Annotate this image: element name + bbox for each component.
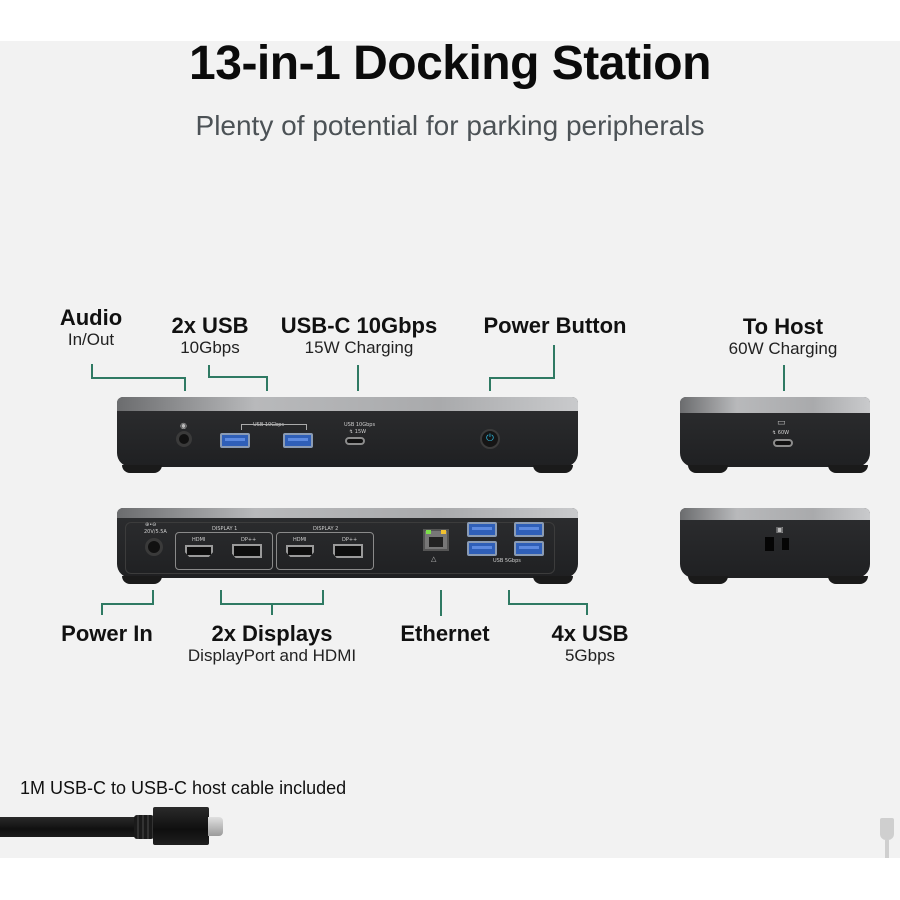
lock-slot-left[interactable]	[765, 537, 774, 551]
dock-side-lock-view: ▣	[680, 508, 870, 578]
dock-foot	[122, 576, 162, 584]
label-usb-a-back: 4x USB 5Gbps	[551, 621, 629, 666]
usb-a-port-back-4[interactable]	[514, 541, 544, 556]
hdmi-marking: HDMI	[192, 537, 206, 543]
power-icon: ⏻	[486, 433, 494, 444]
usb-bracket	[241, 424, 307, 430]
leader-power-a	[553, 345, 555, 378]
usb-c-host-port[interactable]	[773, 439, 793, 447]
displayport-1[interactable]	[232, 544, 262, 558]
usb-5gbps-marking: USB 5Gbps	[493, 558, 521, 564]
leader-usb-b	[208, 376, 268, 378]
dock-foot	[828, 465, 868, 473]
polarity-icon: ⊕•⊖	[145, 522, 157, 528]
leader-usb-a	[208, 365, 210, 377]
label-usb-c-front: USB-C 10Gbps 15W Charging	[280, 313, 438, 358]
ethernet-led-green	[426, 530, 431, 534]
network-icon: △	[431, 556, 437, 563]
cable-caption: 1M USB-C to USB-C host cable included	[20, 778, 347, 798]
audio-jack[interactable]	[176, 431, 192, 447]
usb-a-port-back-2[interactable]	[514, 522, 544, 537]
usb-a-port-back-1[interactable]	[467, 522, 497, 537]
leader-usb-back-a	[508, 590, 510, 604]
label-power-in: Power In	[61, 621, 153, 646]
dock-top-strip	[117, 397, 578, 411]
leader-displays-d	[271, 603, 273, 615]
leader-displays-c	[322, 590, 324, 604]
leader-audio-b	[91, 377, 186, 379]
label-power-button: Power Button	[483, 313, 627, 338]
page-title: 13-in-1 Docking Station	[189, 37, 711, 90]
hdmi-port-2[interactable]	[286, 545, 314, 557]
dock-foot	[122, 465, 162, 473]
usb-watermark-icon-tail	[885, 840, 889, 858]
label-audio: Audio In/Out	[59, 305, 123, 350]
hdmi-marking: HDMI	[293, 537, 307, 543]
leader-host	[783, 365, 785, 391]
leader-power-b	[489, 377, 555, 379]
usbc-10gbps-marking: USB 10Gbps	[344, 422, 376, 428]
label-usb-a-front: 2x USB 10Gbps	[171, 313, 249, 358]
usb-a-port-back-3[interactable]	[467, 541, 497, 556]
label-displays: 2x Displays DisplayPort and HDMI	[187, 621, 357, 666]
dock-top-strip	[680, 397, 870, 413]
label-to-host: To Host 60W Charging	[728, 314, 838, 359]
usb-10gbps-marking: USB 10Gbps	[253, 422, 285, 428]
dock-top-strip	[680, 508, 870, 520]
display-1-group	[175, 532, 273, 570]
dock-foot	[688, 465, 728, 473]
dock-foot	[828, 576, 868, 584]
leader-powerin-a	[152, 590, 154, 604]
lock-icon: ▣	[776, 525, 784, 534]
dock-foot	[533, 576, 573, 584]
power-button[interactable]: ⏻	[480, 429, 500, 449]
leader-displays-a	[220, 590, 222, 604]
leader-usb-back-c	[586, 603, 588, 615]
display-2-group	[276, 532, 374, 570]
usbc-watt-marking: ↯ 15W	[349, 429, 367, 435]
laptop-icon: ▭	[777, 417, 786, 427]
cable-strain-relief	[134, 815, 154, 839]
leader-usbc	[357, 365, 359, 391]
label-ethernet: Ethernet	[400, 621, 490, 646]
usb-a-port-front-2[interactable]	[283, 433, 313, 448]
dock-top-strip	[117, 508, 578, 518]
usb-c-plug-tip	[208, 817, 223, 836]
dock-side-host-view: ▭ ↯ 60W	[680, 397, 870, 467]
leader-power-c	[489, 377, 491, 391]
dc-power-jack[interactable]	[145, 538, 163, 556]
ethernet-port[interactable]	[423, 529, 449, 551]
displayport-2[interactable]	[333, 544, 363, 558]
back-panel-inset	[125, 522, 555, 574]
leader-ethernet	[440, 590, 442, 616]
usb-a-port-front-1[interactable]	[220, 433, 250, 448]
dock-foot	[533, 465, 573, 473]
lock-slot-right[interactable]	[782, 538, 789, 550]
page-subtitle: Plenty of potential for parking peripher…	[195, 110, 705, 141]
leader-usb-c	[266, 376, 268, 391]
dp-marking: DP++	[342, 537, 358, 543]
ethernet-led-amber	[441, 530, 446, 534]
headphone-icon: ◉	[180, 421, 187, 430]
leader-powerin-c	[101, 603, 103, 615]
dp-marking: DP++	[241, 537, 257, 543]
dock-front-view: ◉ USB 10Gbps USB 10Gbps ↯ 15W ⏻	[117, 397, 578, 467]
hdmi-port-1[interactable]	[185, 545, 213, 557]
usb-watermark-icon	[880, 818, 894, 840]
cable-cord	[0, 817, 140, 837]
leader-powerin-b	[101, 603, 154, 605]
host-watt-marking: ↯ 60W	[772, 430, 790, 436]
usb-c-port-front[interactable]	[345, 437, 365, 445]
usb-c-plug-housing	[153, 807, 209, 845]
display-1-marking: DISPLAY 1	[212, 526, 238, 532]
power-spec-marking: 20V/5.5A	[144, 529, 167, 535]
display-2-marking: DISPLAY 2	[313, 526, 339, 532]
leader-audio-c	[184, 377, 186, 391]
dock-back-view: ⊕•⊖ 20V/5.5A DISPLAY 1 HDMI DP++ DISPLAY…	[117, 508, 578, 578]
dock-foot	[688, 576, 728, 584]
leader-audio-a	[91, 364, 93, 378]
leader-usb-back-b	[508, 603, 588, 605]
